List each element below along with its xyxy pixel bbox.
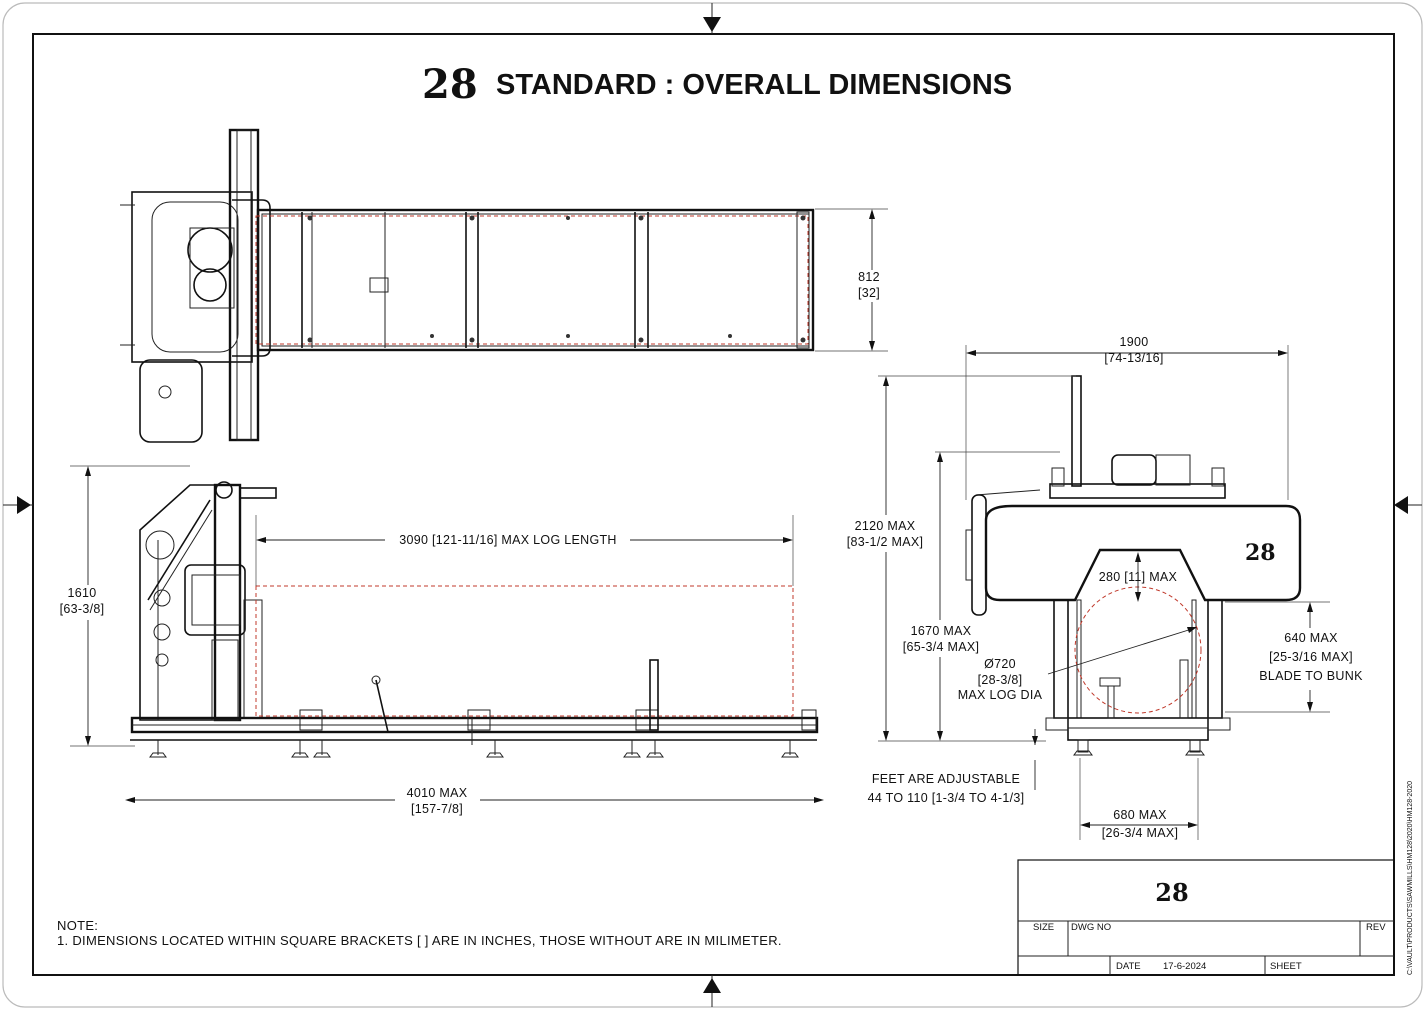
title-block-date-value: 17-6-2024 [1163,961,1206,972]
track-width-in: [26-3/4 MAX] [1102,826,1179,840]
blade-to-bunk-in: [25-3/16 MAX] [1269,650,1353,664]
side-height-mm: 1610 [67,586,96,600]
blade-to-bunk-mm: 640 MAX [1284,631,1338,645]
title-block-sheet-label: SHEET [1270,961,1302,972]
note-heading: NOTE: [57,918,98,933]
top-view [120,128,888,443]
top-width-in: [32] [858,286,880,300]
page-title: STANDARD : OVERALL DIMENSIONS [496,69,1012,101]
centering-marks [3,3,1422,1007]
overall-length-mm: 4010 MAX [407,786,468,800]
blade-to-bunk-label: BLADE TO BUNK [1259,669,1363,683]
feet-adjustable-line2: 44 TO 110 [1-3/4 TO 4-1/3] [868,791,1025,805]
file-path: C:\VAULT\PRODUCTS\SAWMILLS\HM128\2020\HM… [1407,781,1414,975]
title-block [1017,859,1395,976]
side-height-in: [63-3/8] [60,602,105,616]
end-width-in: [74-13/16] [1104,351,1163,365]
note-line-1: 1. DIMENSIONS LOCATED WITHIN SQUARE BRAC… [57,933,782,948]
title-block-date-label: DATE [1116,961,1141,972]
end-height-mm: 2120 MAX [855,519,916,533]
blade-height-in: [65-3/4 MAX] [903,640,980,654]
log-dia-label: MAX LOG DIA [958,688,1043,702]
side-view [70,465,824,803]
title-block-model: 28 [1155,878,1188,907]
top-log-envelope [255,215,809,345]
end-view-badge: 28 [1245,540,1276,566]
end-height-in: [83-1/2 MAX] [847,535,924,549]
side-log-envelope [255,585,794,717]
max-log-circle [1074,586,1202,714]
blade-height-mm: 1670 MAX [911,624,972,638]
end-width-mm: 1900 [1119,335,1148,349]
log-dia-mm: Ø720 [984,657,1016,671]
end-view [878,345,1330,840]
overall-length-in: [157-7/8] [411,802,463,816]
title-block-dwg-label: DWG NO [1071,922,1111,933]
log-dia-in: [28-3/8] [978,673,1023,687]
log-length-dimension: 3090 [121-11/16] MAX LOG LENGTH [399,533,617,547]
clearance-dimension: 280 [11] MAX [1099,570,1178,584]
feet-adjustable-line1: FEET ARE ADJUSTABLE [872,772,1020,786]
title-block-size-label: SIZE [1033,922,1054,933]
track-width-mm: 680 MAX [1113,808,1167,822]
title-model: 28 [422,61,478,108]
title-block-rev-label: REV [1366,922,1386,933]
top-width-mm: 812 [858,270,880,284]
